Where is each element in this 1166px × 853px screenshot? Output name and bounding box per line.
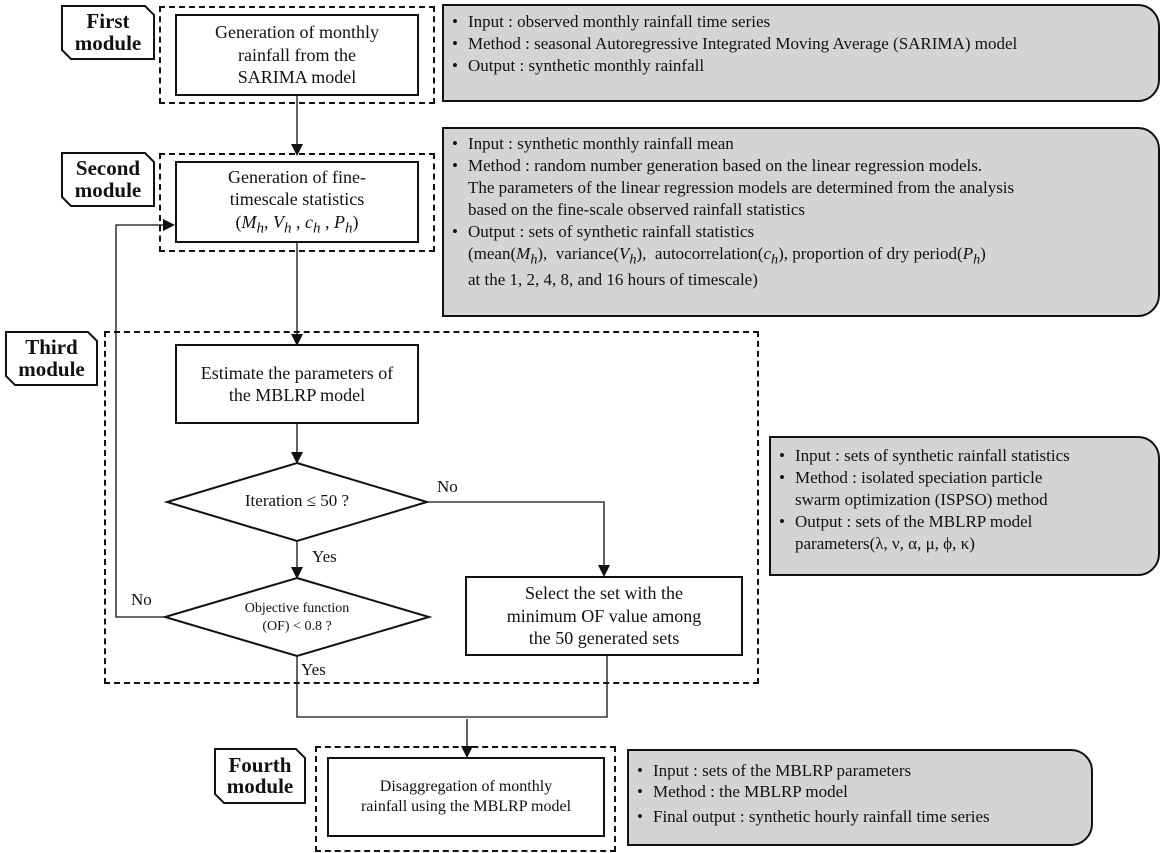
- text-line: Generation of monthly: [215, 22, 379, 43]
- decision-of-shape: [161, 576, 433, 658]
- text-line: the MBLRP model: [228, 385, 366, 405]
- text-line: (OF) < 0.8 ?: [262, 618, 332, 634]
- text-line: Select the set with the: [525, 583, 683, 604]
- badge-line: module: [226, 774, 294, 798]
- info-item-output: Output : sets of synthetic rainfall stat…: [452, 221, 1148, 291]
- badge-line: First: [86, 9, 130, 34]
- text-line: rainfall from the: [238, 44, 356, 65]
- text-line: minimum OF value among: [506, 605, 702, 626]
- badge-line: module: [18, 356, 85, 381]
- decision-iteration-shape: [163, 461, 431, 543]
- label-of-no: No: [131, 590, 152, 609]
- badge-line: module: [74, 177, 142, 202]
- info-item-input: Input : synthetic monthly rainfall mean: [452, 133, 1148, 155]
- text-line: Estimate the parameters of: [200, 362, 394, 383]
- info-item-final-output: Final output : synthetic hourly rainfall…: [637, 806, 1081, 828]
- info-item-input: Input : observed monthly rainfall time s…: [452, 11, 1148, 33]
- arrow-iteration-no: [427, 501, 610, 577]
- decision-of-label: Objective function (OF) < 0.8 ?: [200, 600, 394, 635]
- text-line: the 50 generated sets: [528, 628, 680, 649]
- process-fine-timescale: Generation of fine-timescale statistics …: [175, 161, 419, 243]
- module3-group: [104, 331, 759, 684]
- info-module1: Input : observed monthly rainfall time s…: [442, 4, 1160, 102]
- info-item-output: Output : synthetic monthly rainfall: [452, 55, 1148, 77]
- info-item-method: Method : isolated speciation particle sw…: [779, 467, 1148, 511]
- text-line: rainfall using the MBLRP model: [360, 798, 572, 815]
- badge-line: module: [74, 30, 142, 55]
- output-stats-line: (mean(Mh), variance(Vh), autocorrelation…: [468, 244, 986, 268]
- badge-line: Fourth: [228, 752, 292, 777]
- line-merge: [296, 656, 608, 718]
- label-iteration-no: No: [437, 477, 458, 496]
- label-iteration-yes: Yes: [312, 547, 337, 566]
- info-item-output: Output : sets of the MBLRP model paramet…: [779, 511, 1148, 555]
- info-module3: Input : sets of synthetic rainfall stati…: [769, 436, 1160, 576]
- module4-group: [315, 746, 616, 852]
- stat-symbols: (Mh, Vh , ch , Ph): [235, 211, 359, 237]
- text-line: Disaggregation of monthly: [379, 778, 553, 795]
- process-disaggregation: Disaggregation of monthly rainfall using …: [327, 757, 605, 837]
- label-of-yes: Yes: [301, 660, 326, 679]
- badge-line: Third: [25, 335, 78, 360]
- module2-group: [159, 153, 435, 252]
- info-module4: Input : sets of the MBLRP parameters Met…: [627, 749, 1093, 846]
- text-line: Generation of fine-: [228, 166, 366, 187]
- info-item-method: Method : the MBLRP model: [637, 781, 1081, 803]
- module1-group: [159, 6, 435, 104]
- info-item-method: Method : seasonal Autoregressive Integra…: [452, 33, 1148, 55]
- info-item-input: Input : sets of the MBLRP parameters: [637, 760, 1081, 782]
- badge-line: Second: [75, 156, 141, 181]
- info-item-method: Method : random number generation based …: [452, 155, 1148, 221]
- text-line: Objective function: [244, 601, 350, 616]
- text-line: SARIMA model: [237, 67, 357, 88]
- info-item-input: Input : sets of synthetic rainfall stati…: [779, 445, 1148, 467]
- decision-iteration-label: Iteration ≤ 50 ?: [244, 491, 350, 510]
- text-line: timescale statistics: [229, 189, 365, 210]
- arrow-of-no-loop: [115, 219, 175, 618]
- info-module2: Input : synthetic monthly rainfall mean …: [442, 127, 1160, 317]
